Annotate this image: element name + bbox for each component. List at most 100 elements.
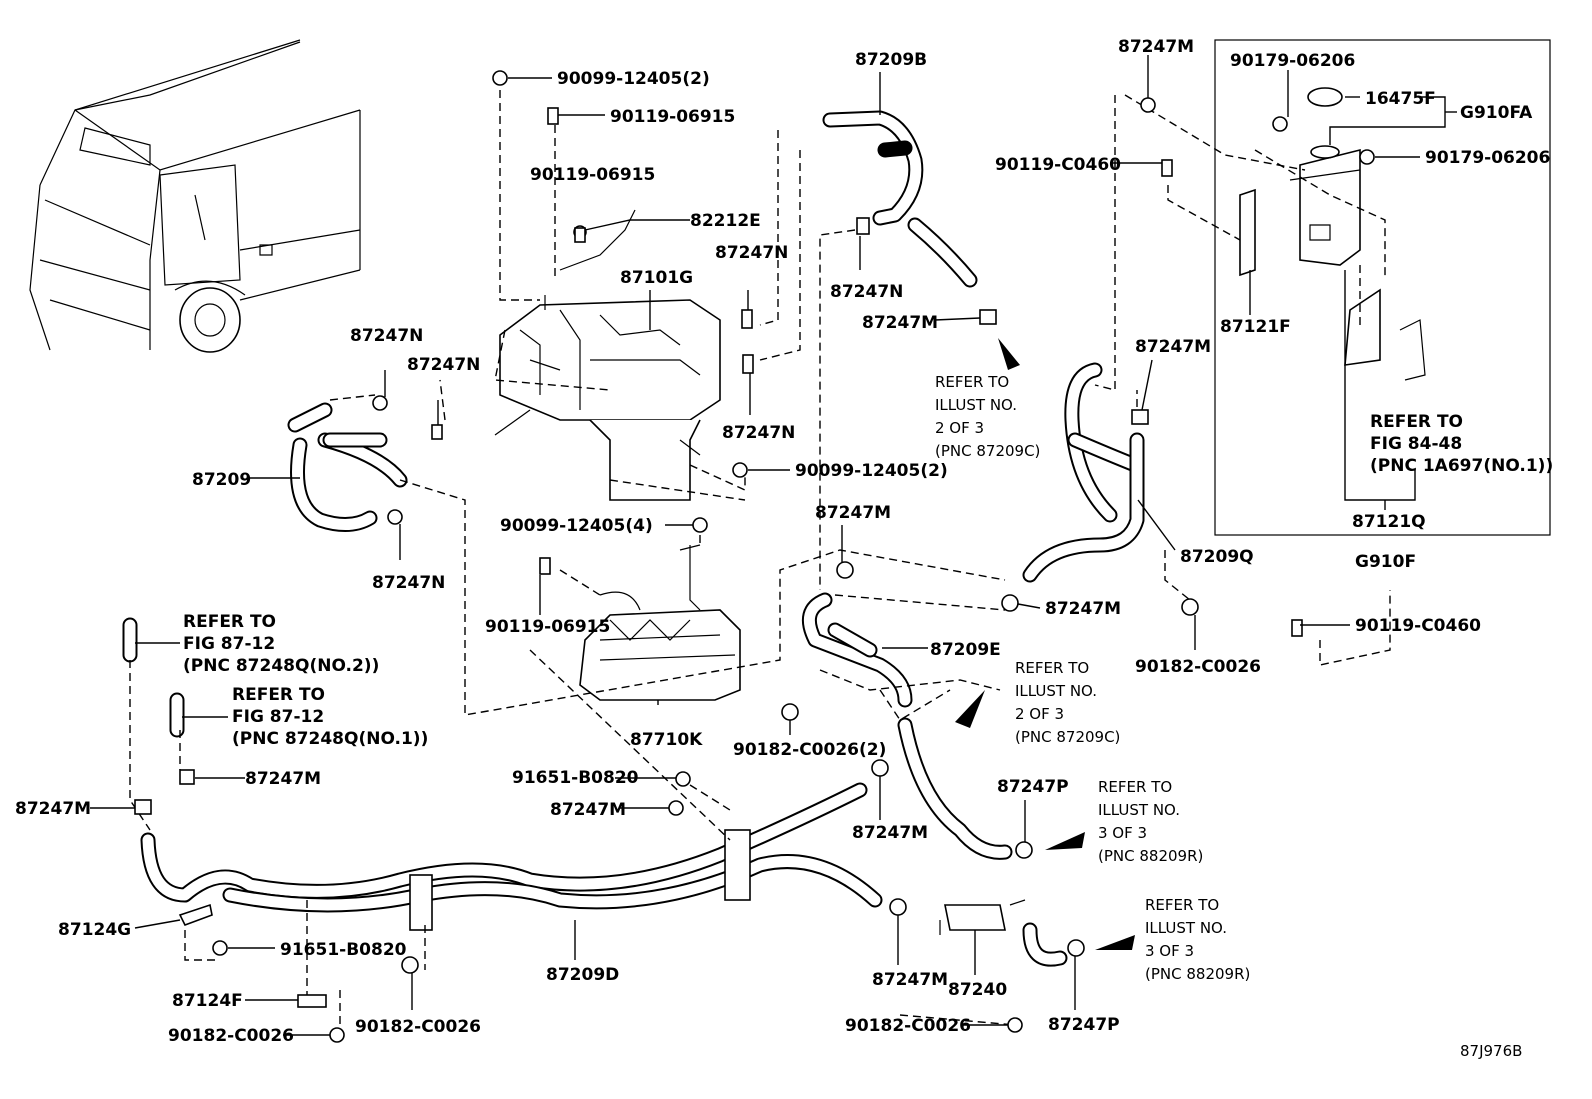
dashed-guide-lines	[129, 90, 1391, 1026]
bracket-87121f	[1239, 188, 1256, 277]
label-90182-c0026-d: 90182-C0026	[1135, 657, 1261, 677]
label-90099-12405-2b: 90099-12405(2)	[795, 461, 948, 481]
svg-text:2 OF 3: 2 OF 3	[935, 419, 984, 437]
label-87101g: 87101G	[620, 268, 693, 288]
hose-lower-right	[897, 717, 1068, 967]
heater-unit-87101g	[494, 295, 721, 501]
valve-87240	[939, 899, 1026, 935]
svg-text:REFER TO: REFER TO	[183, 612, 276, 632]
clamp-icons	[134, 70, 1375, 1043]
reference-notes: REFER TO ILLUST NO. 2 OF 3 (PNC 87209C) …	[183, 373, 1553, 983]
label-87121f: 87121F	[1220, 317, 1291, 337]
label-87124f: 87124F	[172, 991, 243, 1011]
label-90182-c0026-c: 90182-C0026	[845, 1016, 971, 1036]
svg-text:3 OF 3: 3 OF 3	[1145, 942, 1194, 960]
svg-text:ILLUST NO.: ILLUST NO.	[1015, 682, 1097, 700]
label-90119-06915-b: 90119-06915	[530, 165, 655, 185]
label-87710k: 87710K	[630, 730, 703, 750]
leader-lines	[90, 55, 1457, 1036]
label-87124g: 87124G	[58, 920, 131, 940]
svg-text:(PNC 88209R): (PNC 88209R)	[1145, 965, 1250, 983]
ref-illust-3-of-3-a: REFER TO ILLUST NO. 3 OF 3 (PNC 88209R)	[1098, 778, 1203, 865]
svg-text:FIG 87-12: FIG 87-12	[232, 707, 324, 727]
label-90119-06915-c: 90119-06915	[485, 617, 610, 637]
wire-82212e	[559, 209, 636, 271]
label-87247m-g: 87247M	[872, 970, 948, 990]
label-87247m-f: 87247M	[15, 799, 91, 819]
label-87209b: 87209B	[855, 50, 927, 70]
label-90182-c0026-2: 90182-C0026(2)	[733, 740, 886, 760]
svg-text:FIG 84-48: FIG 84-48	[1370, 434, 1462, 454]
label-90179-06206-a: 90179-06206	[1230, 51, 1355, 71]
reservoir-group-box	[1214, 39, 1551, 536]
label-90182-c0026-b: 90182-C0026	[355, 1017, 481, 1037]
ref-fig-87-12-no2: REFER TO FIG 87-12 (PNC 87248Q(NO.2))	[183, 612, 379, 676]
label-82212e: 82212E	[690, 211, 761, 231]
svg-text:(PNC 87248Q(NO.2)): (PNC 87248Q(NO.2))	[183, 656, 379, 676]
label-87247m-i: 87247M	[1118, 37, 1194, 57]
label-87247m-d: 87247M	[852, 823, 928, 843]
label-90119-c0460-a: 90119-C0460	[995, 155, 1121, 175]
label-87247n-c: 87247N	[350, 326, 423, 346]
bracket-87121q	[1344, 288, 1426, 381]
label-90099-12405-2a: 90099-12405(2)	[557, 69, 710, 89]
svg-text:(PNC 87248Q(NO.1)): (PNC 87248Q(NO.1))	[232, 729, 428, 749]
svg-text:(PNC 88209R): (PNC 88209R)	[1098, 847, 1203, 865]
svg-text:(PNC 87209C): (PNC 87209C)	[1015, 728, 1120, 746]
reservoir-tank	[1289, 87, 1361, 266]
label-16475f: 16475F	[1365, 89, 1436, 109]
svg-text:REFER TO: REFER TO	[1145, 896, 1219, 914]
svg-text:REFER TO: REFER TO	[1015, 659, 1089, 677]
svg-text:2 OF 3: 2 OF 3	[1015, 705, 1064, 723]
label-87247n-b: 87247N	[830, 282, 903, 302]
diagram-code: 87J976B	[1460, 1042, 1522, 1060]
label-87121q: 87121Q	[1352, 512, 1426, 532]
svg-text:REFER TO: REFER TO	[232, 685, 325, 705]
svg-text:(PNC 1A697(NO.1)): (PNC 1A697(NO.1))	[1370, 456, 1553, 476]
part-labels: 90099-12405(2) 90119-06915 90119-06915 8…	[15, 37, 1550, 1046]
label-87247m-j: 87247M	[1135, 337, 1211, 357]
label-g910fa: G910FA	[1460, 103, 1533, 123]
label-87247m-b: 87247M	[815, 503, 891, 523]
ref-illust-2-of-3-a: REFER TO ILLUST NO. 2 OF 3 (PNC 87209C)	[935, 373, 1040, 460]
label-87247m-h: 87247M	[1045, 599, 1121, 619]
heater-unit-87710k	[579, 544, 741, 701]
ref-fig-84-48: REFER TO FIG 84-48 (PNC 1A697(NO.1))	[1370, 412, 1553, 476]
label-87247p-a: 87247P	[997, 777, 1069, 797]
svg-text:ILLUST NO.: ILLUST NO.	[1145, 919, 1227, 937]
reservoir-cap-icon	[1307, 87, 1343, 107]
label-87209d: 87209D	[546, 965, 619, 985]
label-87209: 87209	[192, 470, 251, 490]
hose-87209q	[1022, 362, 1145, 583]
hose-87209	[287, 402, 408, 532]
reference-arrows	[955, 338, 1135, 950]
vehicle-icon	[29, 39, 361, 353]
label-90119-c0460-b: 90119-C0460	[1355, 616, 1481, 636]
label-g910f: G910F	[1355, 552, 1416, 572]
label-91651-b0820-b: 91651-B0820	[280, 940, 407, 960]
svg-text:(PNC 87209C): (PNC 87209C)	[935, 442, 1040, 460]
hose-87209b	[822, 110, 978, 288]
ref-illust-3-of-3-b: REFER TO ILLUST NO. 3 OF 3 (PNC 88209R)	[1145, 896, 1250, 983]
label-87247m-a: 87247M	[862, 313, 938, 333]
ref-fig-87-12-no1: REFER TO FIG 87-12 (PNC 87248Q(NO.1))	[232, 685, 428, 749]
svg-text:FIG 87-12: FIG 87-12	[183, 634, 275, 654]
label-90182-c0026-a: 90182-C0026	[168, 1026, 294, 1046]
label-87247n-d: 87247N	[407, 355, 480, 375]
hose-87209d	[140, 782, 883, 931]
svg-text:ILLUST NO.: ILLUST NO.	[1098, 801, 1180, 819]
label-90179-06206-b: 90179-06206	[1425, 148, 1550, 168]
hose-87209e	[801, 592, 913, 708]
label-87209e: 87209E	[930, 640, 1001, 660]
svg-text:REFER TO: REFER TO	[935, 373, 1009, 391]
label-87247n-f: 87247N	[372, 573, 445, 593]
label-87247m-c: 87247M	[550, 800, 626, 820]
label-87209q: 87209Q	[1180, 547, 1254, 567]
label-87247n-e: 87247N	[722, 423, 795, 443]
label-87247m-e: 87247M	[245, 769, 321, 789]
svg-text:3 OF 3: 3 OF 3	[1098, 824, 1147, 842]
svg-text:ILLUST NO.: ILLUST NO.	[935, 396, 1017, 414]
label-87247p-b: 87247P	[1048, 1015, 1120, 1035]
label-91651-b0820-a: 91651-B0820	[512, 768, 639, 788]
